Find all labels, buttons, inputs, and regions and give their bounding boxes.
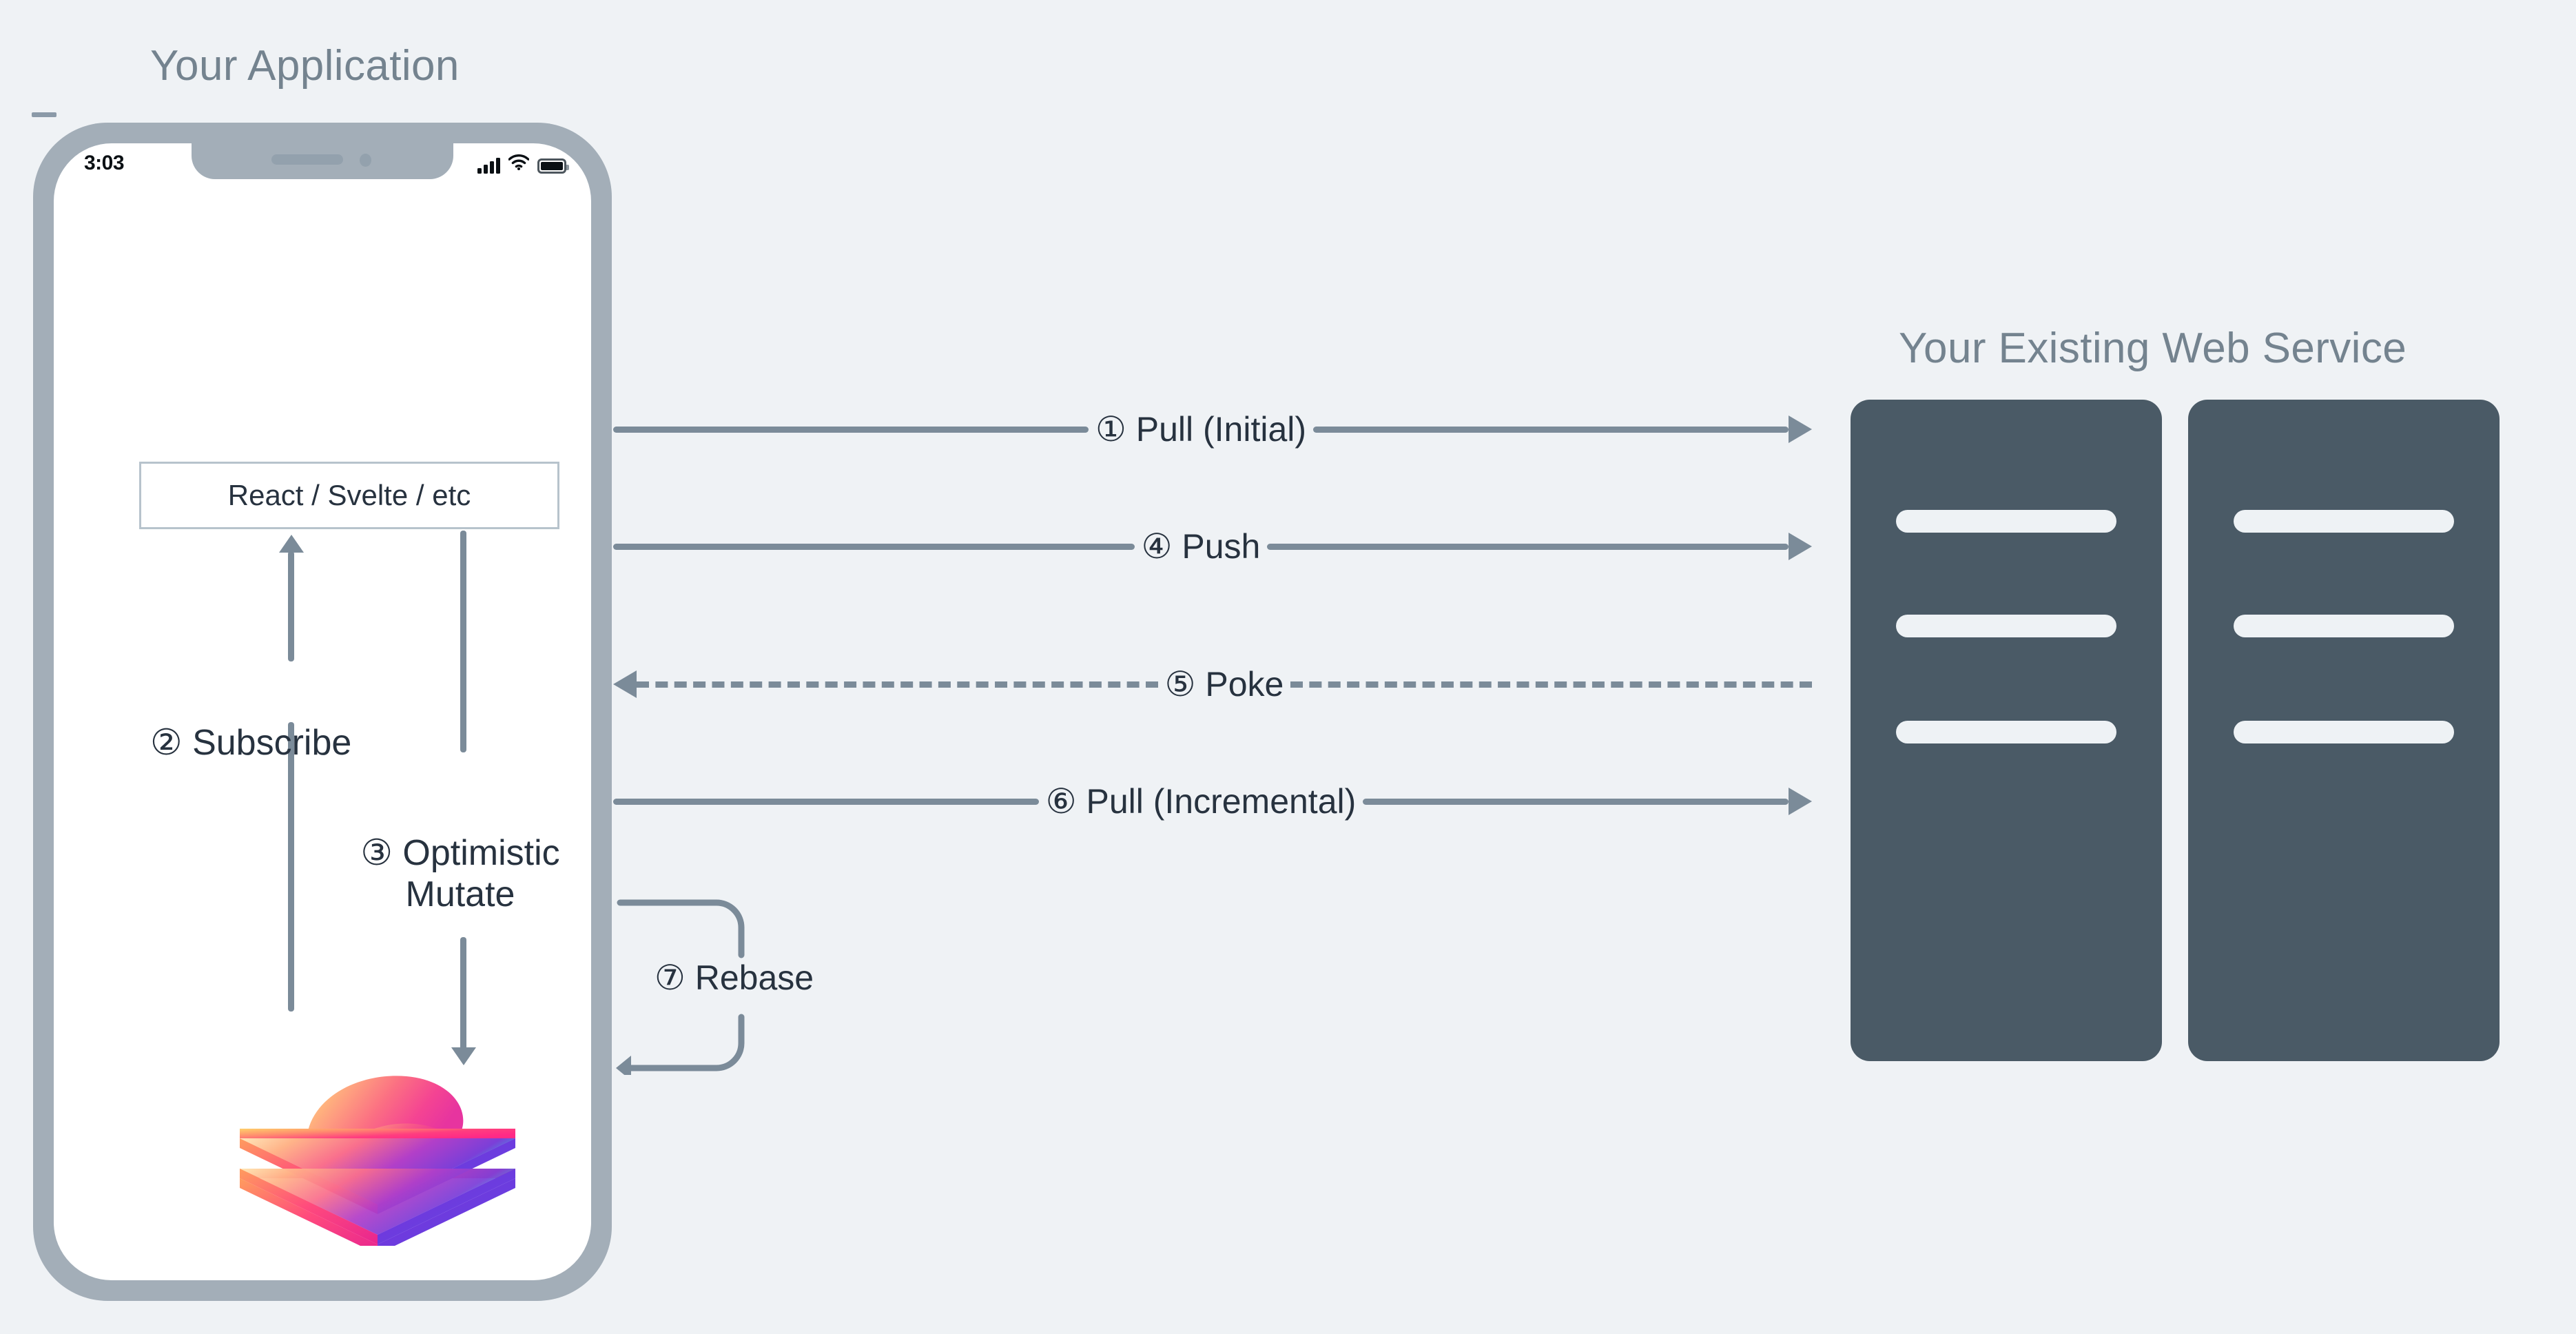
flow-pull-incremental-label: ⑥ Pull (Incremental): [1045, 782, 1357, 821]
server-slot: [1896, 721, 2116, 743]
flow-line-left: [613, 798, 1039, 805]
mutate-arrow-shaft-lower: [460, 937, 466, 1050]
wifi-icon: [508, 154, 530, 174]
framework-box: React / Svelte / etc: [139, 462, 559, 529]
front-camera-icon: [360, 154, 371, 167]
server-slot: [2234, 615, 2454, 637]
flow-rebase-label: ⑦ Rebase: [655, 958, 814, 997]
step-subscribe-label: ② Subscribe: [150, 723, 352, 763]
application-title: Your Application: [150, 42, 460, 90]
flow-poke: ⑤ Poke: [613, 664, 1812, 705]
flow-line-right: [1313, 426, 1789, 433]
server-slot: [2234, 721, 2454, 743]
flow-pull-initial-label: ① Pull (Initial): [1095, 410, 1307, 449]
battery-icon: [537, 158, 569, 174]
flow-push-label: ④ Push: [1141, 527, 1261, 566]
stray-dash-mark: [32, 112, 56, 117]
framework-box-label: React / Svelte / etc: [227, 479, 471, 511]
server-slot: [1896, 510, 2116, 533]
phone-status-bar: 3:03: [54, 143, 591, 187]
flow-pull-incremental: ⑥ Pull (Incremental): [613, 781, 1813, 822]
server-slot: [2234, 510, 2454, 533]
flow-line-right: [1363, 798, 1789, 805]
server-rack-left: [1851, 400, 2162, 1061]
replicache-logo: [226, 1060, 529, 1254]
flow-rebase-loop: [613, 896, 779, 1080]
subscribe-arrow-head: [279, 535, 304, 553]
subscribe-arrow-shaft-upper: [288, 551, 294, 661]
mutate-arrow-head: [451, 1047, 476, 1065]
cellular-signal-icon: [477, 157, 500, 174]
phone-notch: [192, 143, 453, 179]
flow-pull-initial: ① Pull (Initial): [613, 409, 1813, 450]
flow-poke-label: ⑤ Poke: [1164, 665, 1284, 704]
server-slot: [1896, 615, 2116, 637]
mutate-arrow-shaft-upper: [460, 531, 466, 752]
flow-line-left: [613, 543, 1135, 550]
status-bar-time: 3:03: [84, 152, 125, 174]
web-service-title: Your Existing Web Service: [1899, 325, 2407, 372]
arrow-head-left-icon: [613, 670, 637, 698]
status-bar-icons: [477, 153, 569, 174]
phone-device: 3:03: [33, 123, 612, 1301]
flow-push: ④ Push: [613, 526, 1812, 567]
server-rack-right: [2188, 400, 2500, 1061]
flow-line-left-dashed: [637, 681, 1158, 688]
flow-line-left: [613, 426, 1089, 433]
speaker-grill-icon: [271, 154, 343, 165]
arrow-head-right-icon: [1789, 533, 1812, 560]
subscribe-arrow-shaft-lower: [288, 722, 294, 1012]
flow-line-right: [1267, 543, 1789, 550]
step-optimistic-mutate-label: ③ Optimistic Mutate: [360, 833, 560, 915]
arrow-head-right-icon: [1789, 788, 1813, 815]
flow-line-right-dashed: [1290, 681, 1812, 688]
arrow-head-right-icon: [1789, 415, 1813, 443]
phone-screen: 3:03: [54, 143, 591, 1280]
